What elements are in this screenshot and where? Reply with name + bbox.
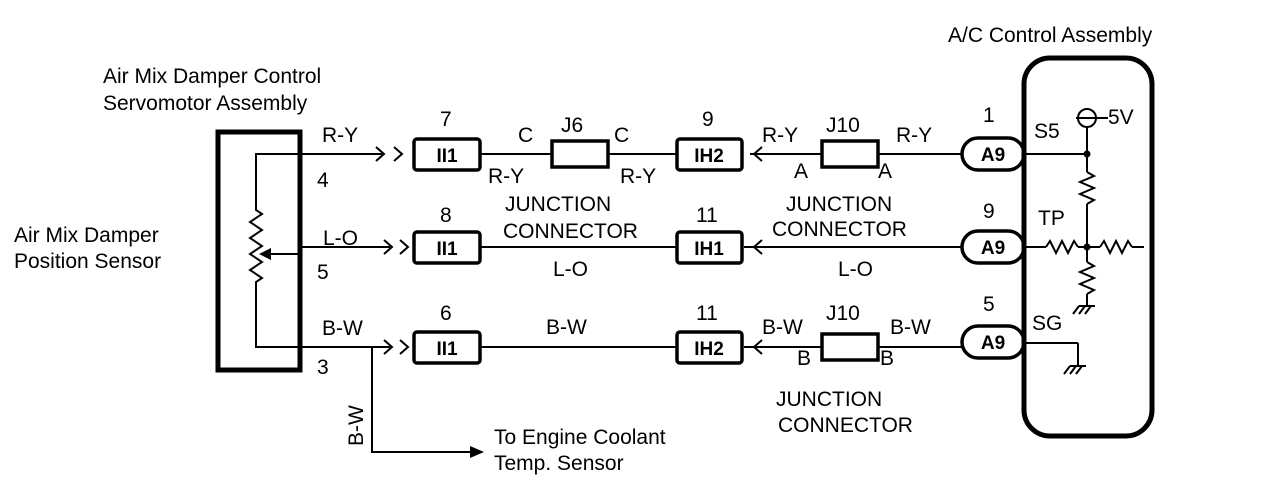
servo-pin-top: 4	[317, 169, 329, 192]
svg-text:II1: II1	[436, 339, 458, 360]
connector-r1-ih2: IH2 9	[675, 108, 744, 172]
svg-text:II1: II1	[436, 146, 458, 167]
svg-text:B: B	[797, 347, 811, 370]
svg-text:A9: A9	[981, 145, 1005, 166]
jc-top-line1: JUNCTION	[786, 193, 892, 216]
junction-j6: J6 C C	[518, 114, 629, 169]
connector-r1-ii1-pin: 7	[440, 108, 452, 131]
ac-internal-circuit	[1024, 108, 1144, 375]
ac-terminal-sg: SG	[1032, 312, 1062, 335]
wire-row3-j10-left: B-W	[762, 316, 803, 339]
servo-pin-mid: 5	[317, 261, 329, 284]
connector-r1-ih2-pin: 9	[702, 108, 714, 131]
wire-row2-right: L-O	[838, 258, 873, 281]
jc-center-line1: JUNCTION	[505, 193, 611, 216]
wire-row1-j6-right: R-Y	[620, 165, 656, 188]
connector-r2-ih1: IH1 11	[675, 204, 744, 265]
jc-bot-line1: JUNCTION	[776, 388, 882, 411]
svg-text:II1: II1	[436, 239, 458, 260]
connector-r3-a9: A9 5	[960, 293, 1026, 360]
svg-text:IH1: IH1	[694, 239, 724, 260]
jc-center-line2: CONNECTOR	[503, 220, 638, 243]
wire-row1-j10-left: R-Y	[762, 124, 798, 147]
jc-bot-line2: CONNECTOR	[778, 414, 913, 437]
ac-voltage-label: 5V	[1108, 106, 1134, 129]
row3-wires	[256, 339, 962, 458]
wire-row1-j10-right: R-Y	[896, 124, 932, 147]
coolant-label-line2: Temp. Sensor	[494, 452, 624, 475]
ac-control-assembly-title: A/C Control Assembly	[948, 24, 1153, 47]
row2-wires	[300, 239, 962, 255]
wire-row2-servo: L-O	[323, 227, 358, 250]
svg-text:B: B	[880, 347, 894, 370]
svg-text:A: A	[878, 160, 892, 183]
svg-text:IH2: IH2	[694, 339, 724, 360]
wire-row3-j10-right: B-W	[890, 316, 931, 339]
wiper-arrow-icon	[259, 248, 271, 260]
jc-top-line2: CONNECTOR	[772, 218, 907, 241]
connector-r3-ii1-pin: 6	[440, 302, 452, 325]
svg-text:J6: J6	[561, 114, 583, 137]
svg-text:C: C	[614, 124, 629, 147]
row1-wires	[300, 146, 962, 162]
connector-r1-ii1: II1 7	[412, 108, 482, 172]
connector-r3-ih2-pin: 11	[696, 302, 718, 325]
svg-text:A: A	[794, 160, 808, 183]
connector-r3-ii1: II1 6	[412, 302, 482, 365]
wire-row3-mid: B-W	[546, 316, 587, 339]
connector-r3-ih2: IH2 11	[675, 302, 744, 365]
servo-title-line1: Air Mix Damper Control	[103, 65, 321, 88]
wire-coolant-branch: B-W	[345, 405, 368, 446]
connector-r2-a9: A9 9	[960, 200, 1026, 265]
ac-terminal-tp: TP	[1038, 207, 1065, 230]
connector-r2-ih1-pin: 11	[696, 204, 718, 227]
servo-title-line2: Servomotor Assembly	[103, 92, 308, 115]
sensor-title-line2: Position Sensor	[14, 250, 161, 273]
svg-text:A9: A9	[981, 238, 1005, 259]
connector-r3-a9-pin: 5	[983, 293, 995, 316]
connector-r1-a9: A9 1	[960, 104, 1026, 172]
connector-r1-a9-pin: 1	[983, 104, 995, 127]
position-sensor-potentiometer	[248, 153, 300, 348]
svg-text:J10: J10	[826, 302, 860, 325]
junction-j10-bot: J10 B B	[797, 302, 894, 370]
svg-text:C: C	[518, 124, 533, 147]
coolant-arrow-icon	[470, 446, 484, 458]
connector-r2-a9-pin: 9	[983, 200, 995, 223]
connector-r2-ii1-pin: 8	[440, 204, 452, 227]
svg-text:A9: A9	[981, 333, 1005, 354]
wire-row1-servo: R-Y	[322, 124, 358, 147]
coolant-label-line1: To Engine Coolant	[494, 426, 666, 449]
connector-r2-ii1: II1 8	[412, 204, 482, 265]
sensor-title-line1: Air Mix Damper	[14, 224, 159, 247]
svg-text:IH2: IH2	[694, 146, 724, 167]
servo-pin-bot: 3	[317, 356, 329, 379]
servomotor-assembly-box	[215, 129, 303, 373]
ac-terminal-s5: S5	[1034, 120, 1060, 143]
wire-row3-servo: B-W	[322, 317, 363, 340]
wire-row2-mid: L-O	[553, 258, 588, 281]
wire-row1-j6-left: R-Y	[488, 165, 524, 188]
junction-j10-top: J10 A A	[794, 114, 892, 183]
svg-text:J10: J10	[826, 114, 860, 137]
